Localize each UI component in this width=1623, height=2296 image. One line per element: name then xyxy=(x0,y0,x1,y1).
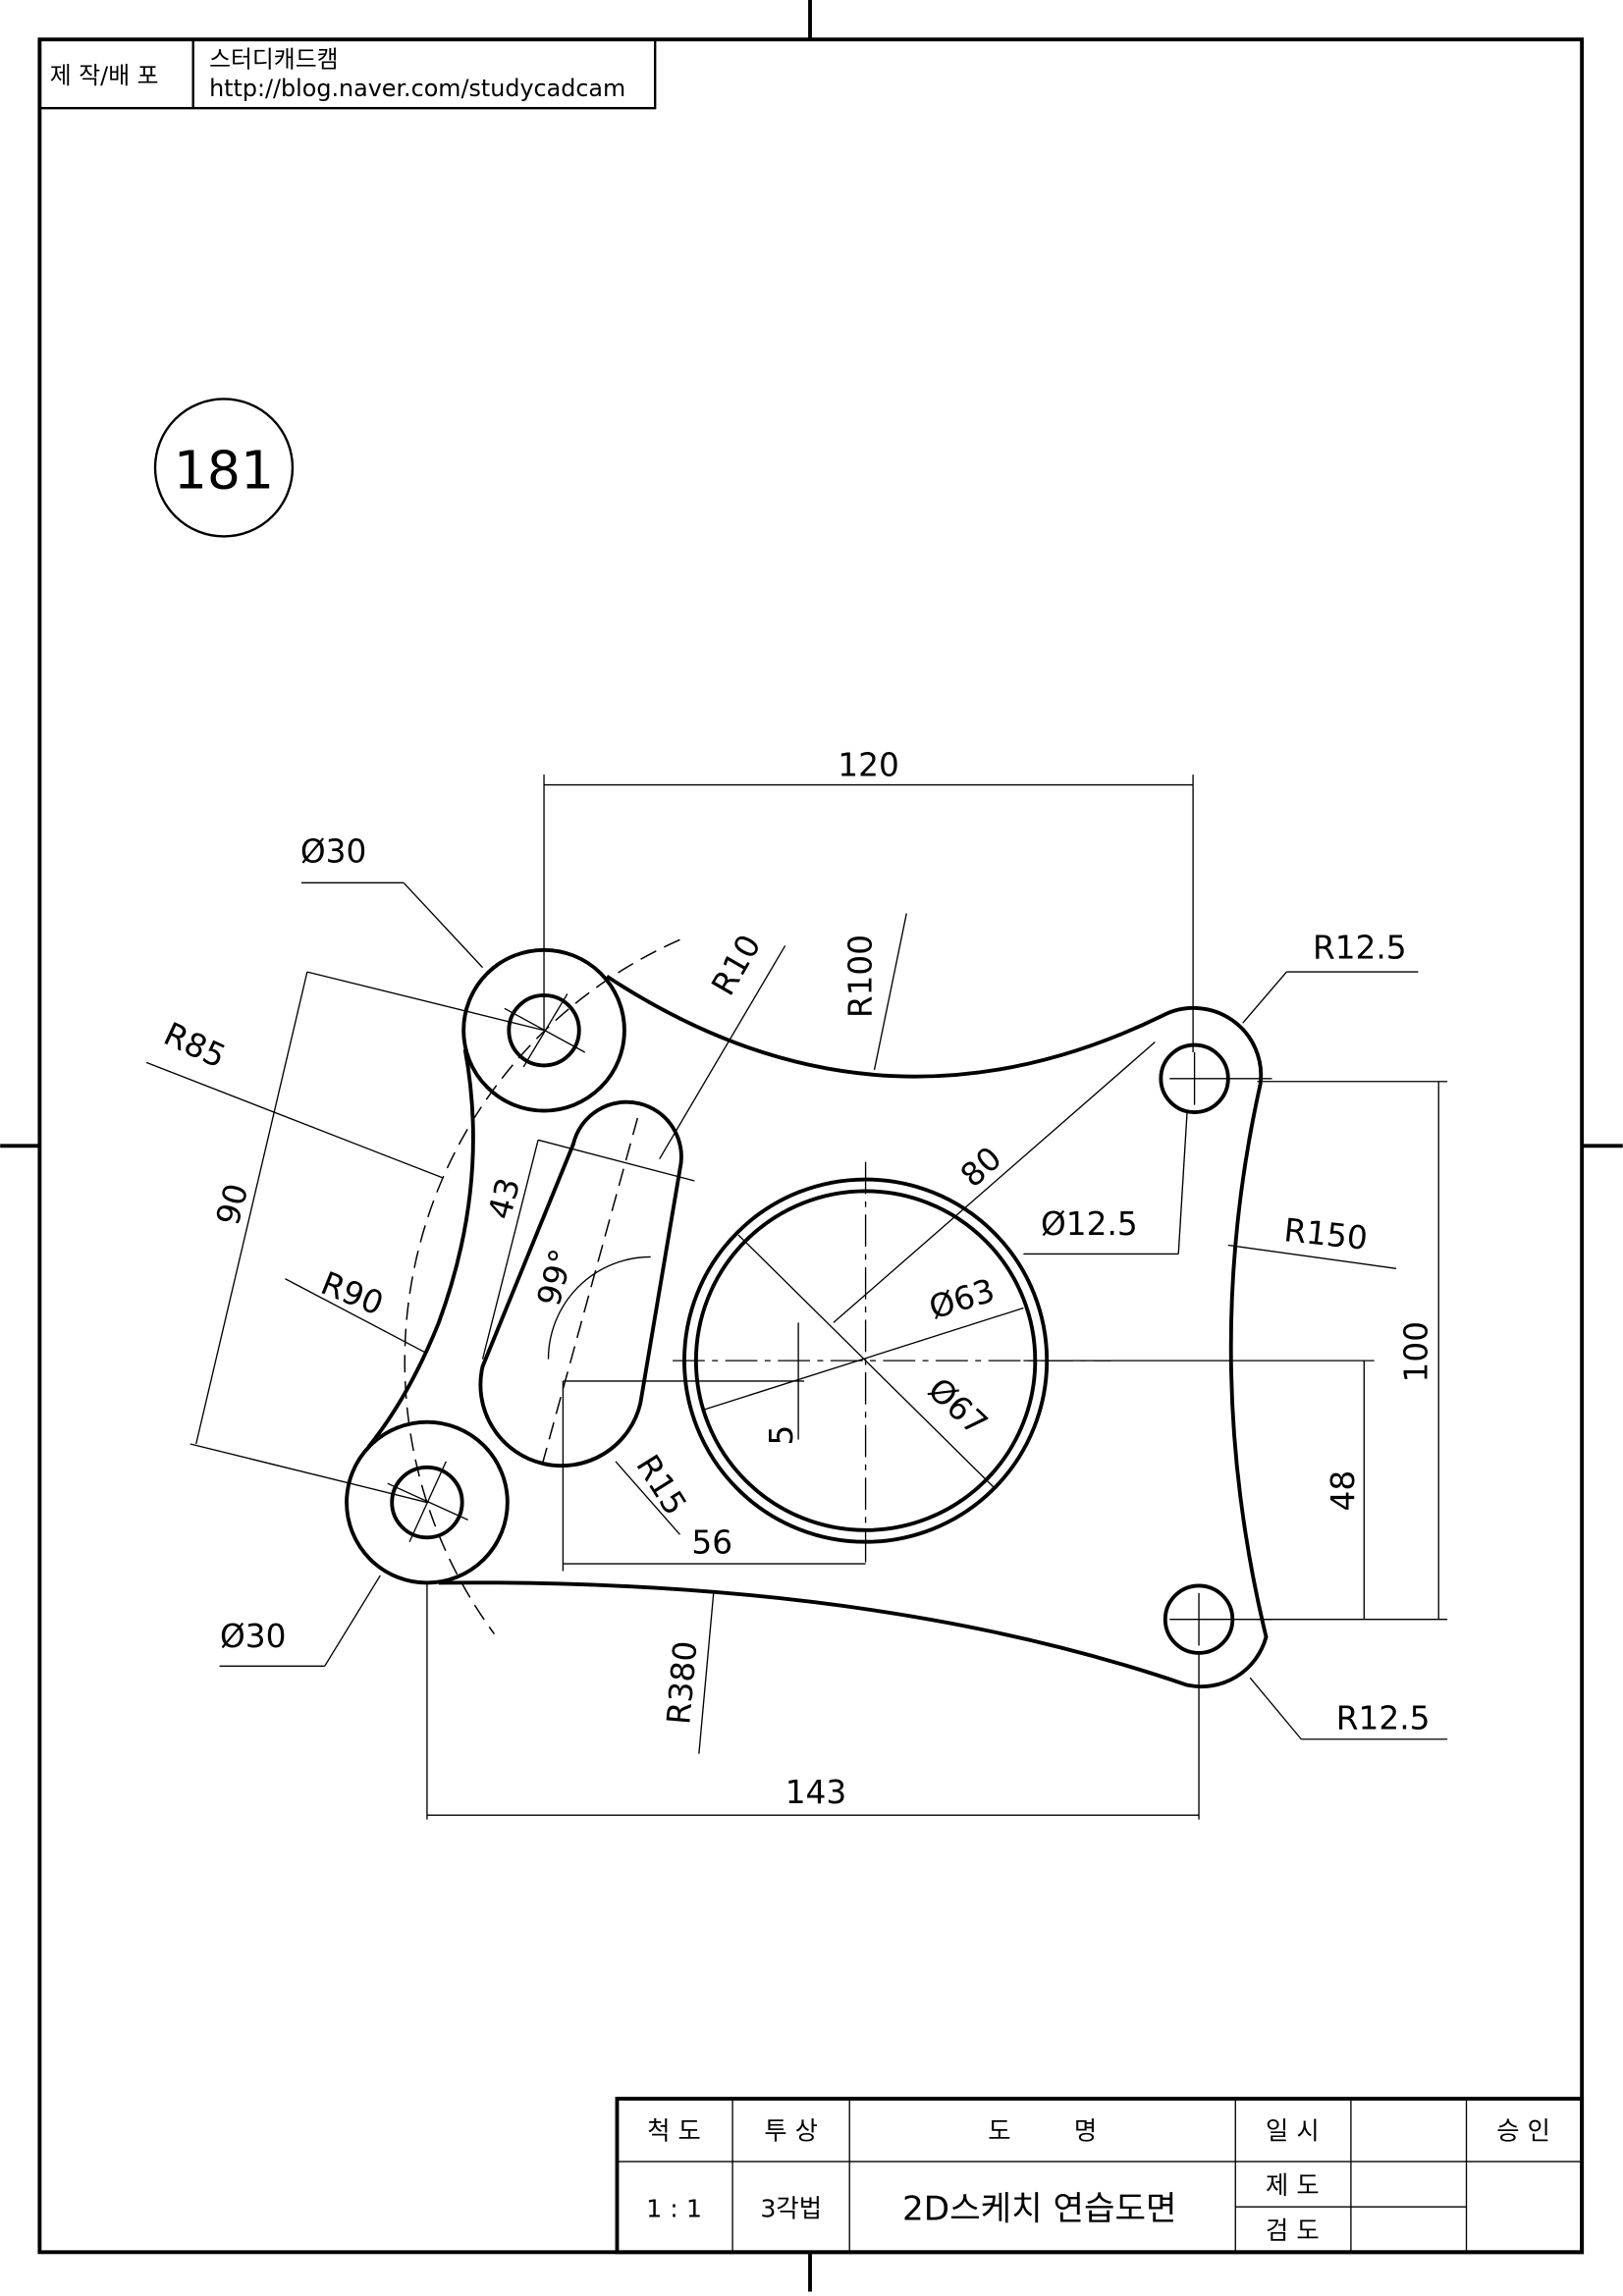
dim-48: 48 xyxy=(1325,1470,1362,1512)
dim-dia63: Ø63 xyxy=(925,1271,1000,1326)
drawing-number-circle xyxy=(153,398,295,538)
dim-100: 100 xyxy=(1397,1321,1434,1383)
scale-label: 척 도 xyxy=(647,2117,701,2146)
checked-label: 검 도 xyxy=(1266,2216,1320,2245)
dim-r85: R85 xyxy=(158,1015,231,1076)
dim-r15: R15 xyxy=(628,1448,693,1522)
dimension-labels: 120 Ø30 R10 R100 R12.5 R85 90 43 99° 80 … xyxy=(158,747,1434,1812)
approval-label: 승 인 xyxy=(1496,2117,1550,2146)
dimension-lines xyxy=(145,774,1448,1820)
dim-5: 5 xyxy=(763,1425,800,1446)
drafted-label: 제 도 xyxy=(1266,2171,1320,2200)
dim-r90: R90 xyxy=(316,1264,389,1322)
sheet-border xyxy=(37,37,1585,2255)
title-block: 척 도 투 상 도 명 일 시 승 인 1 : 1 3각법 2D스케치 연습도면… xyxy=(615,2097,1585,2255)
projection-value: 3각법 xyxy=(760,2195,822,2223)
dim-dia30-top: Ø30 xyxy=(300,832,366,870)
publisher-box: 제 작/배 포 스터디캐드캠 http://blog.naver.com/stu… xyxy=(38,38,657,110)
dim-56: 56 xyxy=(691,1524,732,1562)
center-lines xyxy=(387,938,1272,1646)
date-label: 일 시 xyxy=(1266,2117,1320,2146)
dim-80: 80 xyxy=(953,1140,1008,1195)
drawing-number: 181 xyxy=(174,439,274,501)
company-name: 스터디캐드캠 xyxy=(209,45,338,73)
dim-dia12-5: Ø12.5 xyxy=(1041,1205,1138,1243)
dim-r12-5-bottom: R12.5 xyxy=(1336,1699,1431,1736)
scale-value: 1 : 1 xyxy=(646,2195,702,2223)
blog-url: http://blog.naver.com/studycadcam xyxy=(209,75,625,102)
publisher-label: 제 작/배 포 xyxy=(50,62,159,89)
dim-99deg: 99° xyxy=(530,1245,581,1309)
dim-120: 120 xyxy=(838,747,899,784)
drawing-name-label: 도 명 xyxy=(988,2117,1097,2146)
dim-dia67: Ø67 xyxy=(921,1370,995,1443)
dim-r150: R150 xyxy=(1282,1211,1370,1257)
projection-label: 투 상 xyxy=(764,2117,818,2146)
dim-r100: R100 xyxy=(842,934,880,1018)
dim-143: 143 xyxy=(785,1774,847,1811)
dim-dia30-bottom: Ø30 xyxy=(220,1618,286,1655)
dim-43: 43 xyxy=(481,1174,527,1223)
part-outline xyxy=(345,947,1269,1689)
drawing-name: 2D스케치 연습도면 xyxy=(902,2190,1176,2229)
dim-r12-5-top: R12.5 xyxy=(1313,930,1407,967)
dim-r380: R380 xyxy=(660,1639,704,1726)
